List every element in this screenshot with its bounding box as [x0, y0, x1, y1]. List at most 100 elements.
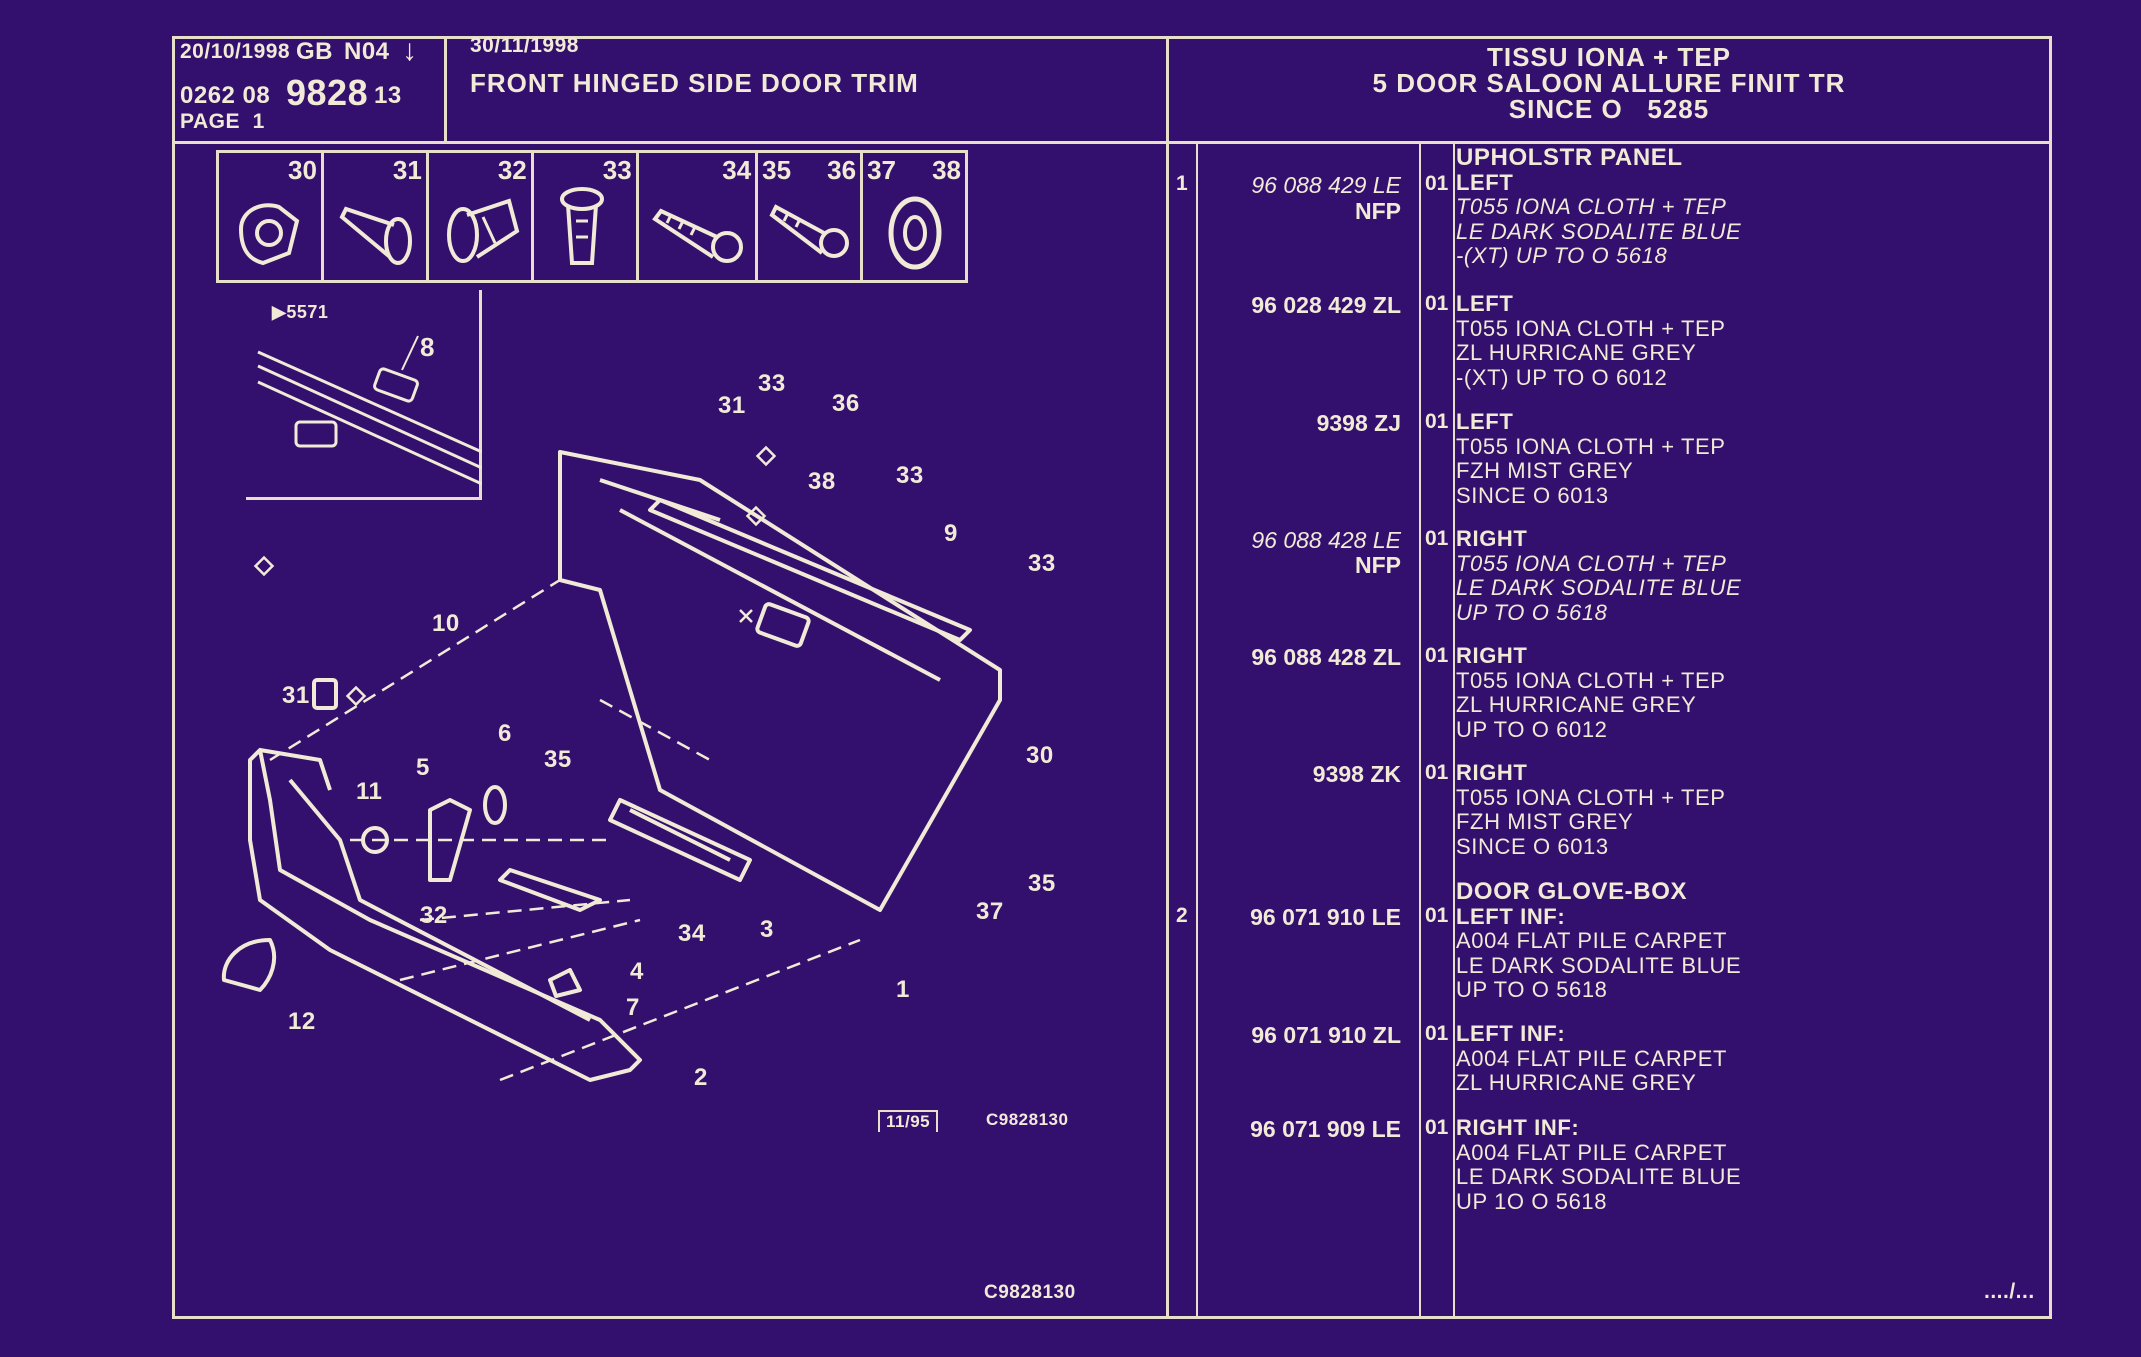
section-title: DOOR GLOVE-BOX: [1456, 878, 1688, 905]
part-description: RIGHT T055 IONA CLOTH + TEP ZL HURRICANE…: [1456, 643, 1726, 742]
catalog-code: N04: [344, 38, 390, 65]
description-line: UP TO O 5618: [1456, 599, 1608, 625]
thumb-33: 33: [534, 153, 639, 280]
description-line: -(XT) UP TO O 6012: [1456, 364, 1668, 390]
inset-detail: [246, 290, 482, 500]
description-line: UP 1O O 5618: [1456, 1188, 1608, 1214]
description-line: ZL HURRICANE GREY: [1456, 1070, 1697, 1095]
part-reference: 96 071 910 LE: [1250, 904, 1401, 930]
callout-38: 38: [808, 468, 836, 495]
part-description: LEFT T055 IONA CLOTH + TEP FZH MIST GREY…: [1456, 409, 1726, 508]
nfp-flag: NFP: [1355, 552, 1401, 578]
quantity: 01: [1425, 761, 1449, 784]
section-title: UPHOLSTR PANEL: [1456, 144, 1683, 171]
callout-10: 10: [432, 610, 460, 637]
callout-34: 34: [678, 920, 706, 947]
print-date: 20/10/1998: [180, 40, 291, 63]
thumb-number: 33: [602, 155, 632, 185]
thumb-number: 34: [722, 155, 752, 185]
quantity: 01: [1425, 292, 1449, 315]
ref-column-divider: [1419, 141, 1421, 1319]
thumb-30: 30: [219, 153, 324, 280]
thumb-34: 34: [639, 153, 759, 280]
down-arrow-icon: ↓: [402, 34, 418, 67]
description-line: A004 FLAT PILE CARPET: [1456, 1045, 1728, 1071]
thumb-31: 31: [324, 153, 429, 280]
thumb-37-38: 38 37: [863, 153, 965, 280]
washer-icon: [888, 196, 942, 270]
page-title: FRONT HINGED SIDE DOOR TRIM: [470, 68, 919, 98]
callout-36: 36: [832, 390, 860, 417]
description-line: FZH MIST GREY: [1456, 458, 1634, 483]
part-description: LEFT T055 IONA CLOTH + TEP ZL HURRICANE …: [1456, 291, 1726, 390]
callout-2: 2: [694, 1064, 708, 1091]
exploded-diagram: [221, 445, 1002, 1082]
description-line: LEFT: [1456, 291, 1514, 316]
part-description: RIGHT T055 IONA CLOTH + TEP LE DARK SODA…: [1456, 526, 1741, 625]
callout-31a: 31: [718, 392, 746, 419]
thumb-number: 32: [497, 155, 527, 185]
item-number: 2: [1176, 904, 1188, 927]
part-reference: 96 088 429 LE: [1251, 172, 1401, 198]
callout-37: 37: [976, 898, 1004, 925]
description-line: ZL HURRICANE GREY: [1456, 340, 1697, 365]
spec-line-2: 5 DOOR SALOON ALLURE FINIT TR: [1372, 68, 1846, 98]
inset-marker: ▶5571: [272, 302, 329, 322]
callout-30: 30: [1026, 742, 1054, 769]
description-line: T055 IONA CLOTH + TEP: [1456, 550, 1727, 576]
ref-suffix: 13: [374, 82, 402, 109]
description-line: T055 IONA CLOTH + TEP: [1456, 667, 1726, 693]
description-line: LE DARK SODALITE BLUE: [1456, 1164, 1742, 1189]
spec-line-3: SINCE O 5285: [1508, 94, 1710, 124]
clip-icon: [238, 203, 300, 266]
thumb-number: 31: [392, 155, 422, 185]
description-line: A004 FLAT PILE CARPET: [1456, 1139, 1728, 1165]
quantity: 01: [1425, 1022, 1449, 1045]
callout-4: 4: [630, 958, 644, 985]
description-line: ZL HURRICANE GREY: [1456, 692, 1697, 717]
description-line: LEFT INF:: [1456, 1021, 1566, 1046]
description-line: SINCE O 6013: [1456, 482, 1609, 508]
callout-11: 11: [356, 778, 383, 805]
description-line: RIGHT INF:: [1456, 1115, 1580, 1140]
description-line: RIGHT: [1456, 760, 1528, 785]
callout-6: 6: [498, 720, 512, 747]
part-reference: 96 071 910 ZL: [1251, 1022, 1401, 1048]
part-reference: 9398 ZK: [1312, 761, 1401, 787]
callout-33a: 33: [758, 370, 786, 397]
revision-stamp: 11/95: [878, 1110, 939, 1132]
quantity: 01: [1425, 527, 1449, 550]
callout-1: 1: [896, 976, 910, 1003]
description-line: LE DARK SODALITE BLUE: [1456, 218, 1742, 244]
part-reference: 96 088 428 LE: [1251, 527, 1401, 553]
screw-icon: [651, 208, 743, 263]
header-divider: [172, 141, 2052, 144]
inset-callout: 8: [420, 332, 435, 362]
description-line: UP TO O 6012: [1456, 716, 1608, 742]
callout-33c: 33: [1028, 550, 1056, 577]
quantity: 01: [1425, 1116, 1449, 1139]
description-line: T055 IONA CLOTH + TEP: [1456, 194, 1727, 219]
region-code: GB: [296, 38, 333, 65]
plug-clip-icon: [559, 187, 604, 265]
callout-33b: 33: [896, 462, 924, 489]
inset-drawing: [257, 335, 482, 486]
description-line: T055 IONA CLOTH + TEP: [1456, 784, 1726, 810]
ref-prefix: 0262 08: [180, 82, 271, 109]
description-line: -(XT) UP TO O 5618: [1456, 243, 1668, 268]
part-description: RIGHT T055 IONA CLOTH + TEP FZH MIST GRE…: [1456, 760, 1726, 859]
thumb-32: 32: [429, 153, 534, 280]
part-description: UPHOLSTR PANEL LEFT T055 IONA CLOTH + TE…: [1456, 144, 1742, 269]
part-reference: 9398 ZJ: [1316, 410, 1401, 436]
description-line: LEFT: [1456, 169, 1514, 195]
nfp-flag: NFP: [1355, 198, 1401, 224]
diagram-code-footer: C9828130: [984, 1282, 1076, 1303]
callout-35b: 35: [1028, 870, 1056, 897]
part-description: LEFT INF: A004 FLAT PILE CARPET ZL HURRI…: [1456, 1021, 1728, 1096]
ref-main: 9828: [286, 72, 369, 113]
callout-35a: 35: [544, 746, 572, 773]
item-number: 1: [1176, 172, 1188, 195]
thumb-number: 30: [288, 155, 317, 185]
spec-line-1: TISSU IONA + TEP: [1486, 42, 1732, 72]
thumb-35-36: 36 35: [758, 153, 864, 280]
